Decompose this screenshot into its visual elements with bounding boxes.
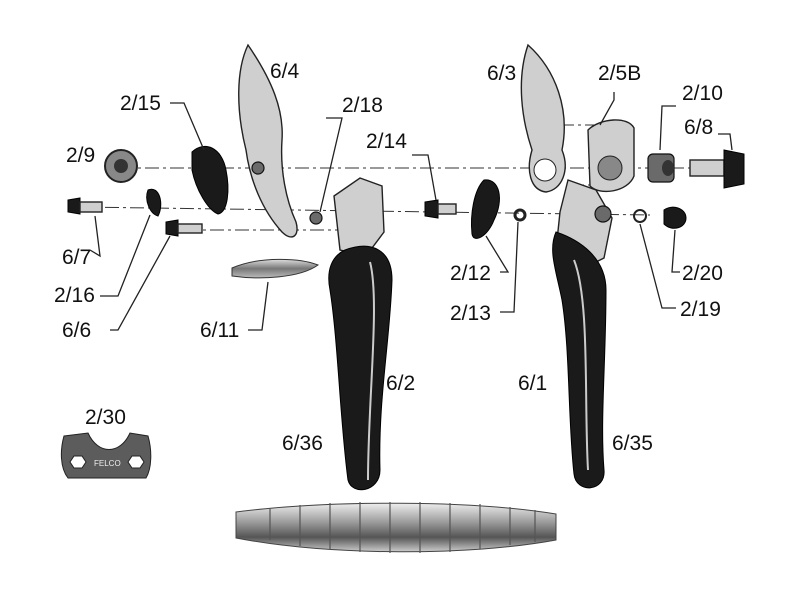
label-6-36: 6/36 <box>282 432 323 455</box>
part-2-9-center <box>114 159 128 173</box>
nut-2-10 <box>647 153 675 183</box>
label-2-15: 2/15 <box>120 92 161 115</box>
part-2-18 <box>309 211 323 225</box>
spring-6-11 <box>231 258 320 279</box>
label-6-8: 6/8 <box>684 116 713 139</box>
label-2-16: 2/16 <box>54 284 95 307</box>
part-2-12 <box>471 179 500 239</box>
label-6-7: 6/7 <box>62 246 91 269</box>
label-2-5b: 2/5B <box>598 62 641 85</box>
label-6-4: 6/4 <box>270 60 300 83</box>
label-2-30: 2/30 <box>85 406 126 429</box>
label-6-11: 6/11 <box>200 319 239 342</box>
lower-blade-6-3 <box>520 43 566 193</box>
part-labels: 6/4 2/15 2/18 2/9 2/14 6/3 2/5B 2/10 6/8… <box>54 60 723 455</box>
blade-hole <box>251 161 265 175</box>
label-6-2: 6/2 <box>386 372 415 395</box>
label-2-20: 2/20 <box>682 262 723 285</box>
leader-lines <box>89 92 733 331</box>
upper-blade-6-4 <box>238 43 298 238</box>
blade-pivot-hole <box>533 158 557 182</box>
felco-logo: FELCO <box>94 459 121 468</box>
label-6-35: 6/35 <box>612 432 653 455</box>
cap-2-20 <box>663 206 687 229</box>
part-2-15 <box>191 146 229 215</box>
label-2-13: 2/13 <box>450 302 491 325</box>
label-2-9: 2/9 <box>66 144 95 167</box>
label-2-19: 2/19 <box>680 298 721 321</box>
handle-6-1 <box>552 179 613 489</box>
label-6-6: 6/6 <box>62 319 91 342</box>
label-6-1: 6/1 <box>518 372 547 395</box>
bolt-2-14 <box>424 199 457 219</box>
washer-2-19 <box>633 209 647 223</box>
bolt-6-7 <box>67 197 103 215</box>
bolt-6-8 <box>689 149 745 189</box>
label-6-3: 6/3 <box>487 62 516 85</box>
label-2-18: 2/18 <box>342 94 383 117</box>
handle-6-2 <box>328 177 393 491</box>
part-2-5b-hole <box>597 155 623 181</box>
label-2-10: 2/10 <box>682 82 723 105</box>
label-2-12: 2/12 <box>450 262 491 285</box>
washer-2-13 <box>513 208 527 222</box>
main-spring <box>235 502 557 553</box>
part-2-16 <box>146 188 162 217</box>
plate-2-30: FELCO <box>60 432 152 479</box>
label-2-14: 2/14 <box>366 130 407 153</box>
bolt-6-6 <box>165 219 203 237</box>
